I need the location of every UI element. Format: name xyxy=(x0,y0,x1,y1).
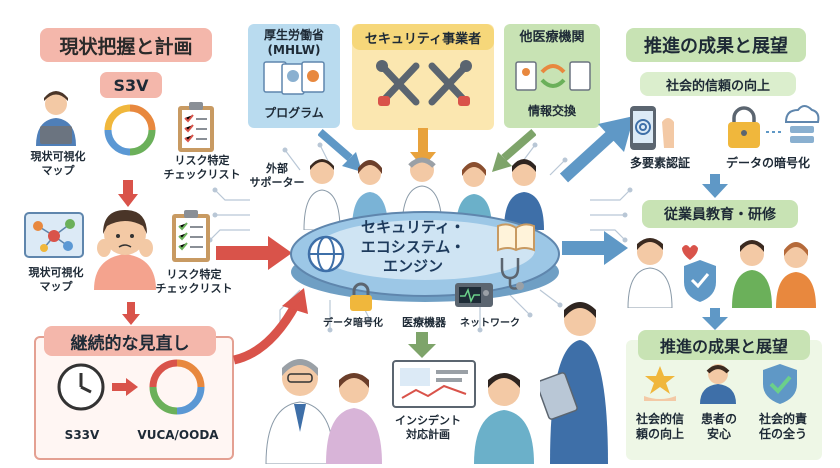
nurse-bottom-illustration xyxy=(326,373,382,464)
stethoscope-icon xyxy=(500,258,524,290)
s33v-label: S33V xyxy=(64,428,100,442)
arrow-right-small xyxy=(112,378,138,396)
other-med-label: 他医療機関 xyxy=(519,30,585,45)
book-icon xyxy=(497,223,535,252)
social-trust-header: 社会的信頼の向上 xyxy=(640,72,796,96)
network-label: ネットワーク xyxy=(460,318,520,329)
document-gear-icon xyxy=(263,61,325,95)
doctor-bottom-illustration xyxy=(265,359,335,464)
checklist-clipboard-icon-2 xyxy=(172,210,210,262)
arrow-blue-diag xyxy=(318,128,362,172)
clock-icon xyxy=(57,363,105,411)
arrow-orange-down xyxy=(410,128,436,168)
map-label-mid: 現状可視化 マップ xyxy=(28,266,84,293)
arrow-blue-up-right xyxy=(560,116,634,183)
staff-bottom-illustration xyxy=(474,373,534,464)
map-label-top: 現状可視化 マップ xyxy=(30,150,86,177)
left-title: 現状把握と計画 xyxy=(40,28,212,62)
encryption-label: データの暗号化 xyxy=(725,156,810,170)
outcome-3-label: 社会的責 任の全う xyxy=(758,412,807,441)
review-title: 継続的な見直し xyxy=(44,326,216,356)
arrow-down-red xyxy=(118,180,138,207)
info-exchange-label: 情報交換 xyxy=(527,104,576,118)
mhlw-label: 厚生労働省 (MHLW) xyxy=(263,28,324,57)
lock-cloud-icon xyxy=(728,105,820,148)
exchange-icon xyxy=(515,61,591,91)
training-header: 従業員教育・研修 xyxy=(642,200,798,228)
vendor-label: セキュリティ事業者 xyxy=(352,24,494,50)
outcome-1-label: 社会的信 頼の向上 xyxy=(635,412,684,441)
visualization-map-icon xyxy=(24,212,84,258)
arrow-green-diag xyxy=(492,128,536,172)
ooda-cycle-icon xyxy=(149,359,205,415)
s3v-label: S3V xyxy=(100,72,162,98)
training-group-illustration xyxy=(627,238,816,308)
arrow-curve-red xyxy=(232,288,308,365)
engine-label: セキュリティ・ エコシステム・ エンジン xyxy=(360,218,466,275)
patient-icon xyxy=(700,364,736,404)
checklist-label-top: リスク特定 チェックリスト xyxy=(163,154,241,181)
right-title: 推進の成果と展望 xyxy=(626,28,806,62)
lock-icon xyxy=(350,282,372,311)
data-encryption-label: データ暗号化 xyxy=(323,318,383,329)
arrow-down-red-2 xyxy=(122,302,140,325)
arrow-down-blue-2 xyxy=(702,308,728,330)
external-support-label: 外部 サポーター xyxy=(249,162,305,189)
fingerprint-phone-icon xyxy=(630,106,674,150)
cycle-arrows-icon xyxy=(104,104,156,156)
globe-icon xyxy=(307,235,345,273)
mfa-label: 多要素認証 xyxy=(629,156,690,170)
presentation-board xyxy=(392,360,476,408)
medical-device-label: 医療機器 xyxy=(402,316,446,329)
engine-platform xyxy=(290,211,560,302)
arrow-right-red xyxy=(216,236,292,270)
vuca-label: VUCA/OODA xyxy=(137,428,219,442)
right-title-2: 推進の成果と展望 xyxy=(638,330,810,360)
worried-person-illustration xyxy=(94,210,156,290)
checklist-clipboard-icon xyxy=(178,102,214,152)
medical-monitor-icon xyxy=(455,283,493,307)
person-laptop-illustration xyxy=(36,91,76,146)
arrow-green-down xyxy=(408,332,436,358)
tools-icon xyxy=(376,60,472,106)
checklist-label-mid: リスク特定 チェックリスト xyxy=(155,268,233,295)
nurse-tablet-illustration xyxy=(540,302,608,464)
outcome-2-label: 患者の 安心 xyxy=(700,412,737,441)
incident-plan-label: インシデント 対応計画 xyxy=(395,414,461,441)
arrow-blue-right xyxy=(562,231,628,265)
star-hand-icon xyxy=(644,366,676,401)
shield-check-icon xyxy=(763,364,797,404)
program-label: プログラム xyxy=(264,106,324,120)
arrow-down-blue xyxy=(702,174,728,198)
